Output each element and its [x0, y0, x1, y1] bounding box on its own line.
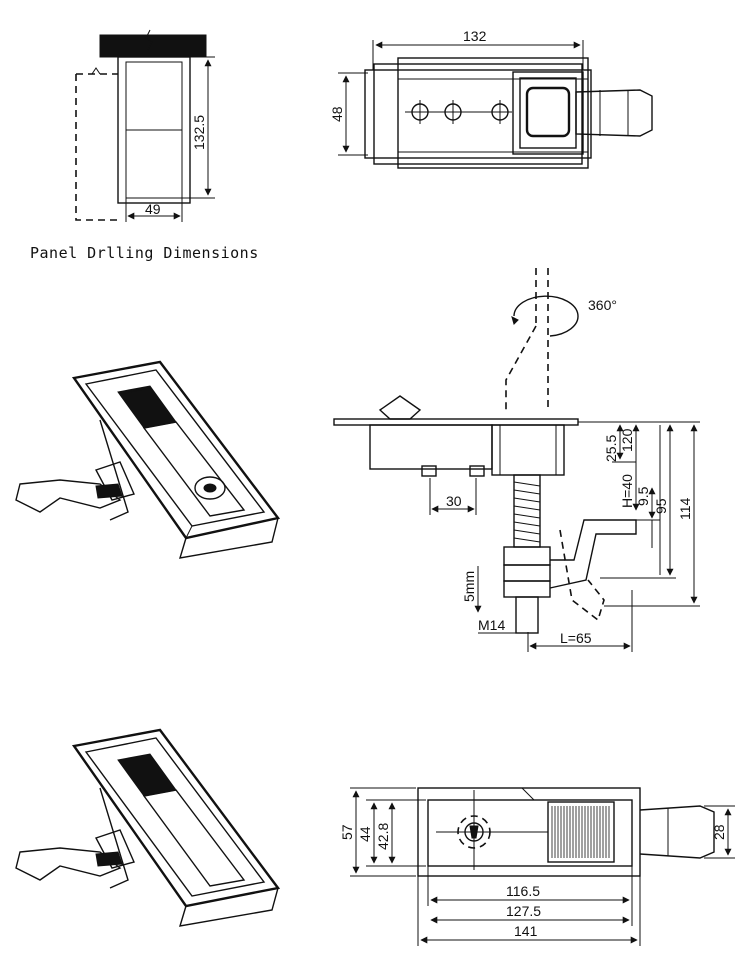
cylinder-front: [457, 815, 491, 849]
isometric-view-lower: [15, 728, 281, 927]
mounting-hole: [408, 100, 432, 124]
threaded-rod: [513, 474, 541, 548]
lever-length-label: L=65: [560, 630, 592, 646]
top-length-label: 132: [463, 28, 487, 44]
lever-handle-top: [575, 89, 653, 137]
grip-hatching: [551, 806, 610, 858]
stroke-label: 5mm: [461, 571, 477, 602]
keyhole-icon: [194, 476, 226, 500]
lever-handle-front: [639, 805, 715, 859]
front-height-outer-label: 57: [339, 824, 355, 840]
rotation-label: 360°: [588, 297, 617, 313]
cam-lever: [549, 519, 637, 589]
handle-width-label: 28: [711, 824, 727, 840]
mounting-hole: [441, 100, 465, 124]
top-view: 132 48: [329, 28, 653, 169]
panel-cutout-view: 132.5 49: [75, 29, 215, 222]
front-height-inner-label: 42.8: [375, 823, 391, 850]
front-outline-outer: [417, 787, 641, 877]
bolt-spacing-label: 30: [446, 493, 462, 509]
lock-body-outline: [397, 57, 589, 169]
mounting-hole: [488, 100, 512, 124]
offset-a-label: 9.5: [635, 486, 651, 506]
latch-flange: [71, 360, 281, 540]
isometric-view-upper: [15, 360, 281, 559]
panel-drilling-caption: Panel Drlling Dimensions: [30, 244, 259, 262]
cutout-height-label: 132.5: [191, 115, 207, 150]
panel-wall-section: [99, 34, 207, 58]
panel-plate: [333, 418, 579, 426]
top-height-label: 48: [329, 106, 345, 122]
lock-housing: [369, 424, 493, 470]
lock-cylinder-top: [525, 86, 571, 138]
lever-arm: [15, 479, 122, 513]
side-section-view: 360° 30 5mm M14 L=6: [333, 268, 700, 652]
h-label: H=40: [619, 474, 635, 508]
offset-b-label: 95: [653, 498, 669, 514]
front-len-mid-label: 127.5: [506, 903, 541, 919]
depth-a-label: 25.5: [603, 435, 619, 462]
front-len-inner-label: 116.5: [506, 883, 540, 899]
thread-label: M14: [478, 617, 505, 633]
rotation-arc: [513, 295, 579, 337]
front-height-mid-label: 44: [357, 826, 373, 842]
hex-nut: [503, 546, 551, 566]
total-height-label: 114: [677, 497, 693, 520]
front-view: 57 44 42.8 116.5 127.5 141 28: [339, 787, 735, 946]
cutout-width-label: 49: [145, 201, 161, 217]
front-len-outer-label: 141: [514, 923, 538, 939]
cutout-outline: [117, 56, 191, 204]
depth-b-label: 120: [619, 428, 635, 452]
